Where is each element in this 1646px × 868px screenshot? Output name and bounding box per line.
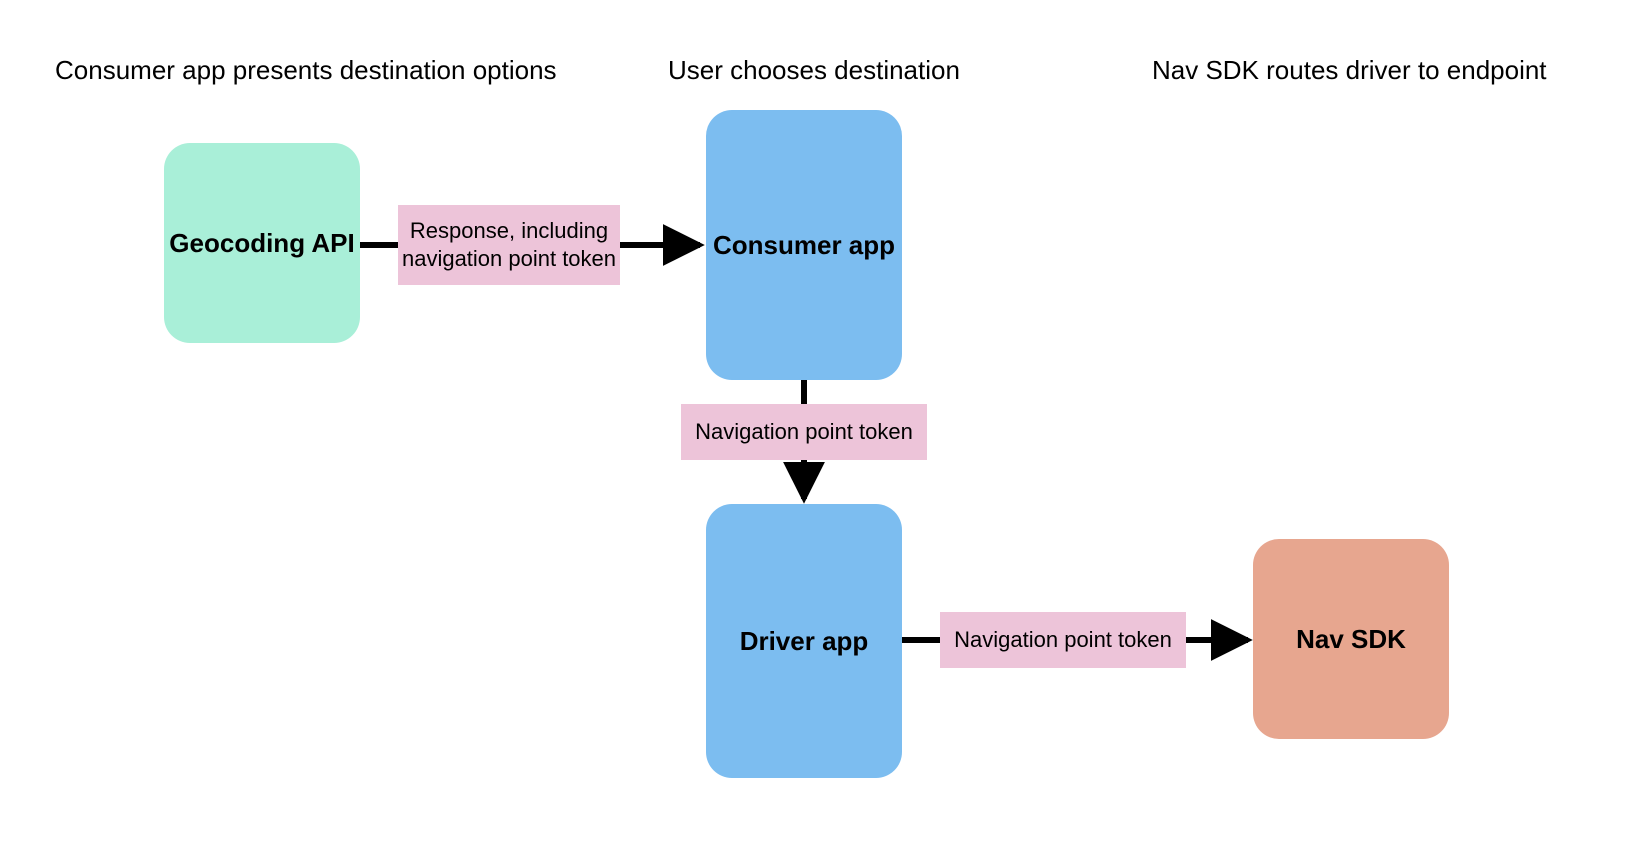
edge-label-response-navigation-point-token: Response, including navigation point tok… xyxy=(398,205,620,285)
column-header-nav-sdk: Nav SDK routes driver to endpoint xyxy=(1152,55,1547,85)
column-header-user-chooses: User chooses destination xyxy=(668,55,960,85)
edge-label-navigation-point-token-horizontal: Navigation point token xyxy=(940,612,1186,668)
edge-label-navigation-point-token-vertical: Navigation point token xyxy=(681,404,927,460)
node-nav-sdk[interactable]: Nav SDK xyxy=(1253,539,1449,739)
node-driver-app[interactable]: Driver app xyxy=(706,504,902,778)
node-geocoding-api[interactable]: Geocoding API xyxy=(164,143,360,343)
node-consumer-app[interactable]: Consumer app xyxy=(706,110,902,380)
column-header-consumer-app: Consumer app presents destination option… xyxy=(55,55,557,85)
